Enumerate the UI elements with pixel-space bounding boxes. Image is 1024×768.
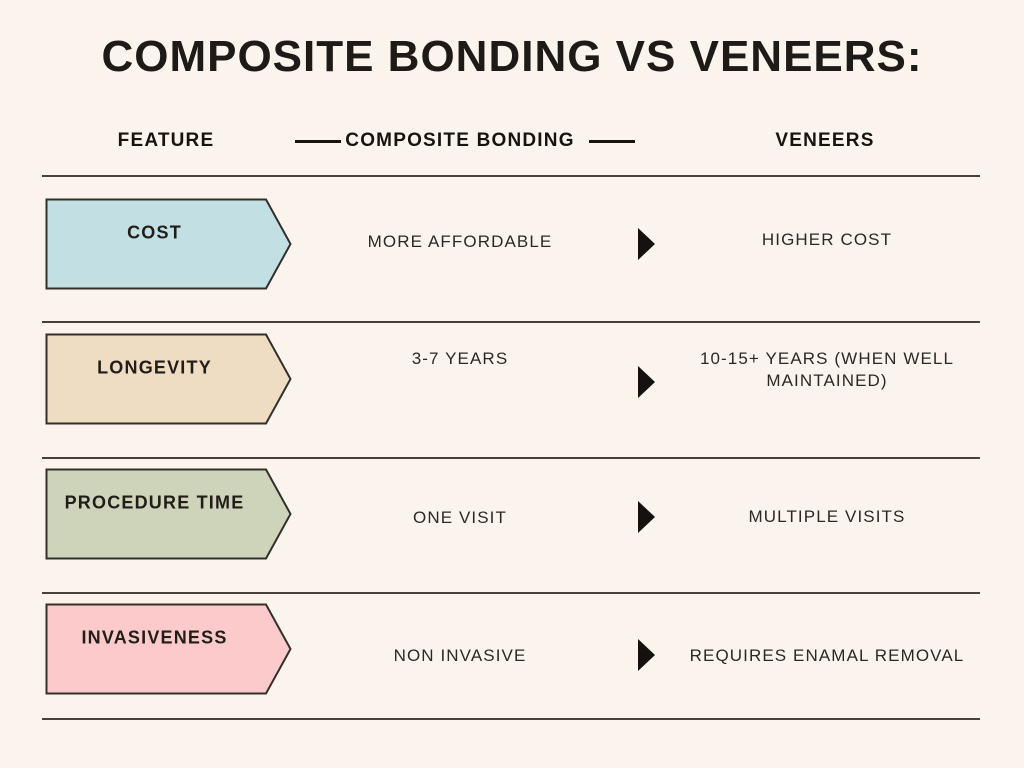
veneers-value: MULTIPLE VISITS xyxy=(748,506,906,526)
column-header-veneers: VENEERS xyxy=(775,130,875,151)
divider-line xyxy=(42,592,980,594)
feature-arrow-longevity: LONGEVITY xyxy=(45,333,292,425)
arrow-right-icon xyxy=(638,228,655,260)
arrow-shape-icon xyxy=(45,603,292,695)
bonding-value: MORE AFFORDABLE xyxy=(367,231,553,251)
page-title: COMPOSITE BONDING VS VENEERS: xyxy=(101,32,923,81)
feature-arrow-procedure-time: PROCEDURE TIME xyxy=(45,468,292,560)
veneers-value: REQUIRES ENAMAL REMOVAL xyxy=(689,645,965,665)
divider-line xyxy=(42,175,980,177)
divider-line xyxy=(42,718,980,720)
feature-arrow-invasiveness: INVASIVENESS xyxy=(45,603,292,695)
column-header-feature: FEATURE xyxy=(117,130,215,151)
divider-line xyxy=(42,457,980,459)
bonding-value: 3-7 YEARS xyxy=(411,348,509,368)
column-header-bonding-label: COMPOSITE BONDING xyxy=(345,130,575,151)
arrow-right-icon xyxy=(638,639,655,671)
decorative-dash-right xyxy=(588,139,635,143)
bonding-value: ONE VISIT xyxy=(413,507,507,527)
arrow-shape-icon xyxy=(45,333,292,425)
arrow-shape-icon xyxy=(45,198,292,290)
feature-label: LONGEVITY xyxy=(97,357,212,378)
arrow-shape-icon xyxy=(45,468,292,560)
arrow-right-icon xyxy=(638,501,655,533)
feature-arrow-cost: COST xyxy=(45,198,292,290)
divider-line xyxy=(42,321,980,323)
arrow-right-icon xyxy=(638,366,655,398)
bonding-value: NON INVASIVE xyxy=(393,645,527,665)
feature-label: COST xyxy=(127,222,182,243)
column-header-bonding: COMPOSITE BONDING xyxy=(240,128,690,154)
veneers-value: HIGHER COST xyxy=(761,229,893,249)
decorative-dash-left xyxy=(295,139,342,143)
feature-label: PROCEDURE TIME xyxy=(64,492,245,513)
veneers-value: 10-15+ YEARS (WHEN WELL MAINTAINED) xyxy=(699,348,955,390)
feature-label: INVASIVENESS xyxy=(81,627,228,648)
